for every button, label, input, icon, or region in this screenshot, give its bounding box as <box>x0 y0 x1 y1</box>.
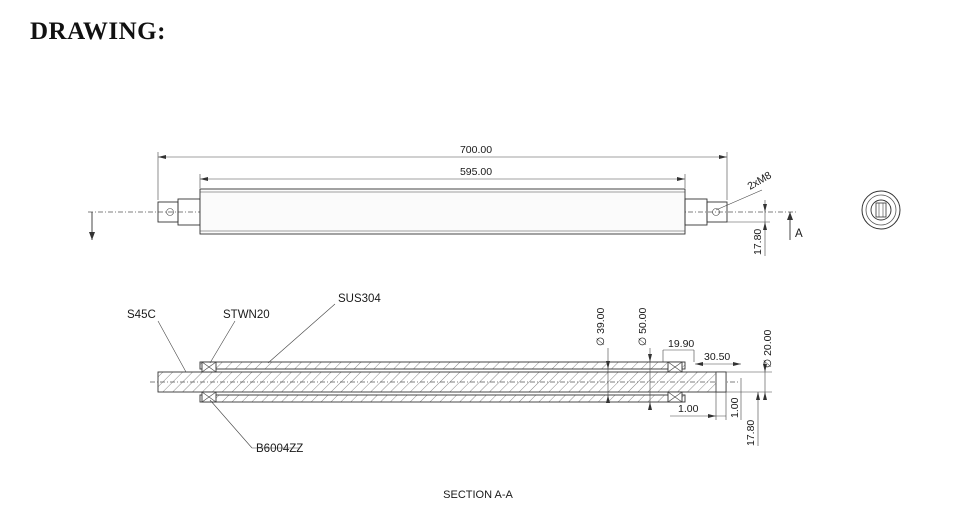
left-tapped-hole <box>166 208 174 216</box>
dim-tube-length: 595.00 <box>460 166 492 178</box>
dim-groove-width: 1.00 <box>678 403 699 415</box>
section-view: S45C STWN20 SUS304 B6004ZZ ∅ 39.00 ∅ 50.… <box>127 293 774 455</box>
dim-diameter-outer: ∅ 50.00 <box>637 308 649 346</box>
dim-step-a: 19.90 <box>668 338 694 350</box>
end-view <box>861 190 901 230</box>
dim-shaft-extension: 30.50 <box>704 351 730 363</box>
thread-callout: 2xM8 <box>746 169 774 192</box>
end-view-shaft <box>870 199 892 221</box>
material-shaft: S45C <box>127 309 156 321</box>
material-tube: SUS304 <box>338 293 381 305</box>
dim-diameter-inner: ∅ 39.00 <box>595 308 607 346</box>
dim-offset-top: 17.80 <box>752 229 764 255</box>
dim-overall-length: 700.00 <box>460 144 492 156</box>
tube-body <box>199 188 686 235</box>
tube-wall-top <box>199 361 686 370</box>
dim-offset-section: 17.80 <box>745 420 757 446</box>
right-shaft-end <box>706 201 728 223</box>
dim-groove-depth: 1.00 <box>729 397 741 418</box>
material-bearing: B6004ZZ <box>256 443 303 455</box>
drawing-heading: DRAWING: <box>30 18 166 45</box>
section-marker-right: A <box>795 228 803 240</box>
thread-leader <box>715 189 763 211</box>
top-view: 700.00 595.00 2xM8 17.80 A <box>88 144 803 256</box>
tube-wall-bottom <box>199 394 686 403</box>
right-tapped-hole <box>712 208 720 216</box>
section-title: SECTION A-A <box>443 489 513 501</box>
end-view-outer <box>861 190 901 230</box>
material-seal: STWN20 <box>223 309 270 321</box>
dim-diameter-shaft: ∅ 20.00 <box>762 330 774 368</box>
